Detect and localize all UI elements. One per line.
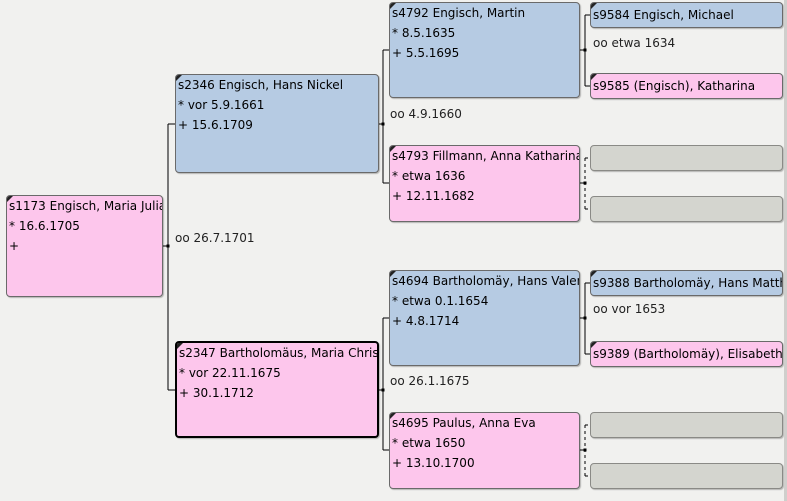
person-birth: * vor 22.11.1675 bbox=[179, 366, 281, 380]
person-death: + 15.6.1709 bbox=[178, 118, 253, 132]
person-card-s4793[interactable]: s4793 Fillmann, Anna Katharina * etwa 16… bbox=[389, 145, 580, 222]
person-card-s9388[interactable]: s9388 Bartholomäy, Hans Matthias bbox=[590, 270, 783, 296]
person-card-s9584[interactable]: s9584 Engisch, Michael bbox=[590, 2, 783, 28]
person-birth: * etwa 1636 bbox=[392, 169, 466, 183]
person-name: s2347 Bartholomäus, Maria Christina bbox=[179, 346, 379, 360]
connector-node bbox=[583, 181, 587, 185]
person-birth: * 16.6.1705 bbox=[9, 219, 80, 233]
corner-marker-icon bbox=[177, 343, 183, 349]
connector-node bbox=[381, 122, 385, 126]
corner-marker-icon bbox=[7, 196, 13, 202]
corner-marker-icon bbox=[591, 3, 597, 9]
person-death: + 4.8.1714 bbox=[392, 314, 460, 328]
marriage-date: oo vor 1653 bbox=[593, 302, 666, 316]
person-card-s1173[interactable]: s1173 Engisch, Maria Juliana * 16.6.1705… bbox=[6, 195, 163, 297]
person-name: s9389 (Bartholomäy), Elisabeth bbox=[593, 347, 783, 361]
person-birth: * 8.5.1635 bbox=[392, 26, 456, 40]
connector-node bbox=[583, 316, 587, 320]
corner-marker-icon bbox=[390, 3, 396, 9]
person-card-s4792[interactable]: s4792 Engisch, Martin * 8.5.1635 + 5.5.1… bbox=[389, 2, 580, 98]
corner-marker-icon bbox=[390, 413, 396, 419]
person-birth: * etwa 0.1.1654 bbox=[392, 294, 489, 308]
person-card-s9585[interactable]: s9585 (Engisch), Katharina bbox=[590, 73, 783, 99]
person-name: s9388 Bartholomäy, Hans Matthias bbox=[593, 276, 783, 290]
marriage-date: oo 26.7.1701 bbox=[175, 231, 255, 245]
marriage-date: oo 26.1.1675 bbox=[390, 374, 470, 388]
person-card-s2346[interactable]: s2346 Engisch, Hans Nickel * vor 5.9.166… bbox=[175, 74, 379, 173]
person-card-s9389[interactable]: s9389 (Bartholomäy), Elisabeth bbox=[590, 341, 783, 367]
corner-marker-icon bbox=[390, 271, 396, 277]
empty-ancestor-slot[interactable] bbox=[590, 145, 783, 171]
connector-node bbox=[381, 388, 385, 392]
connector-node bbox=[583, 448, 587, 452]
connector-node bbox=[583, 48, 587, 52]
person-name: s4695 Paulus, Anna Eva bbox=[392, 416, 536, 430]
person-birth: * etwa 1650 bbox=[392, 436, 466, 450]
corner-marker-icon bbox=[591, 342, 597, 348]
person-death: + 30.1.1712 bbox=[179, 386, 254, 400]
person-card-s4695[interactable]: s4695 Paulus, Anna Eva * etwa 1650 + 13.… bbox=[389, 412, 580, 489]
vertical-scrollbar[interactable] bbox=[784, 0, 787, 501]
person-name: s4792 Engisch, Martin bbox=[392, 6, 526, 20]
marriage-date: oo etwa 1634 bbox=[593, 36, 676, 50]
corner-marker-icon bbox=[591, 74, 597, 80]
person-card-s2347[interactable]: s2347 Bartholomäus, Maria Christina * vo… bbox=[175, 341, 379, 438]
person-death: + 5.5.1695 bbox=[392, 46, 460, 60]
person-name: s4793 Fillmann, Anna Katharina bbox=[392, 149, 580, 163]
person-name: s9585 (Engisch), Katharina bbox=[593, 79, 756, 93]
corner-marker-icon bbox=[176, 75, 182, 81]
empty-ancestor-slot[interactable] bbox=[590, 463, 783, 489]
corner-marker-icon bbox=[390, 146, 396, 152]
person-death: + bbox=[9, 239, 20, 253]
person-birth: * vor 5.9.1661 bbox=[178, 98, 265, 112]
person-name: s1173 Engisch, Maria Juliana bbox=[9, 199, 162, 213]
person-name: s9584 Engisch, Michael bbox=[593, 8, 734, 22]
empty-ancestor-slot[interactable] bbox=[590, 412, 783, 438]
corner-marker-icon bbox=[591, 271, 597, 277]
person-death: + 12.11.1682 bbox=[392, 189, 475, 203]
person-card-s4694[interactable]: s4694 Bartholomäy, Hans Valentin * etwa … bbox=[389, 270, 580, 366]
empty-ancestor-slot[interactable] bbox=[590, 196, 783, 222]
person-name: s4694 Bartholomäy, Hans Valentin bbox=[392, 274, 580, 288]
person-name: s2346 Engisch, Hans Nickel bbox=[178, 78, 344, 92]
connector-node bbox=[166, 244, 170, 248]
marriage-date: oo 4.9.1660 bbox=[390, 107, 462, 121]
person-death: + 13.10.1700 bbox=[392, 456, 475, 470]
